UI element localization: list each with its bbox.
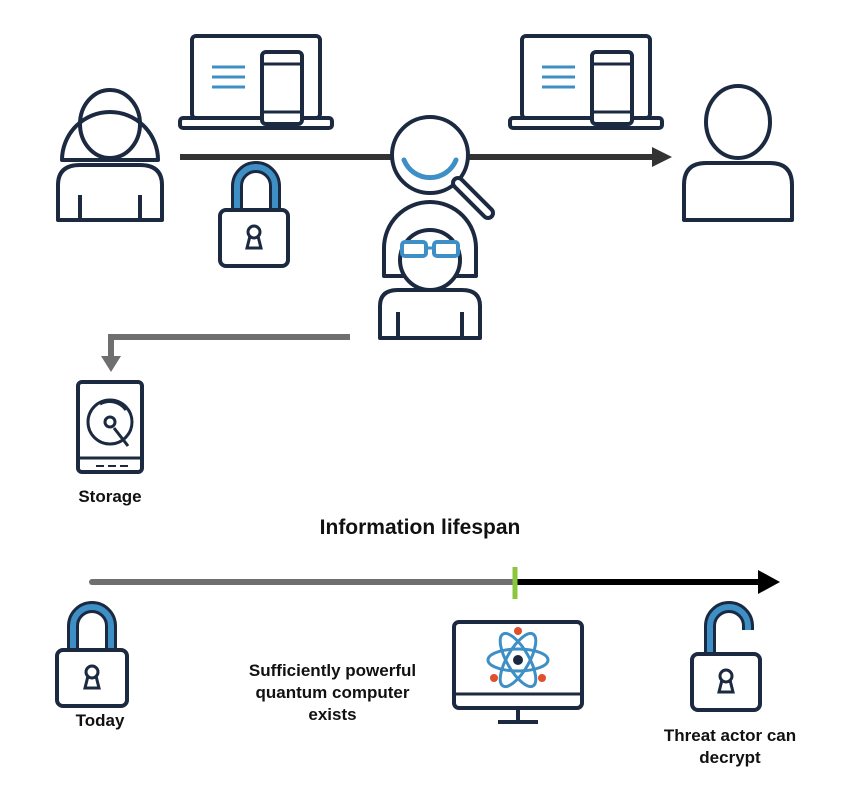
laptop-phone-icon-right (508, 34, 664, 130)
threat-actor-decrypt-label: Threat actor can decrypt (663, 726, 797, 767)
quantum-monitor-icon (452, 620, 584, 724)
quantum-computer-label: Sufficiently powerful quantum computer e… (248, 661, 417, 724)
lock-open-icon (690, 601, 762, 712)
eavesdropper-icon (378, 200, 482, 340)
laptop-phone-icon-left (178, 34, 334, 130)
diagram-title: Information lifespan (319, 516, 521, 539)
magnifier-icon (390, 115, 495, 220)
hard-drive-icon (76, 380, 144, 474)
storage-arrow (101, 334, 350, 372)
sender-person-icon (56, 88, 164, 222)
today-label: Today (75, 711, 125, 730)
lock-closed-icon-today (55, 601, 129, 708)
lifespan-timeline (89, 567, 780, 599)
storage-label: Storage (78, 487, 142, 506)
lock-closed-icon-transmission (218, 161, 290, 268)
receiver-person-icon (682, 84, 794, 222)
